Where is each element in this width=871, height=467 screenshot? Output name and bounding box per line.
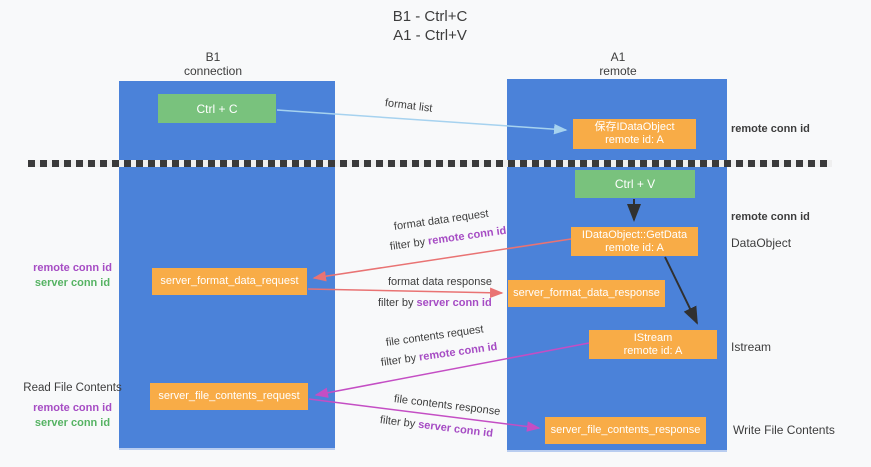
- istream-box: IStream remote id: A: [589, 330, 717, 359]
- column-b1-subtitle: connection: [183, 64, 243, 78]
- remote-conn-id-text: remote conn id: [427, 224, 508, 248]
- filter-by-text: filter by: [389, 235, 429, 253]
- ctrl-c-box: Ctrl + C: [158, 94, 276, 123]
- dashed-divider-line: [28, 160, 832, 167]
- istream-text: IStream remote id: A: [624, 332, 683, 358]
- save-idataobject-box: 保存IDataObject remote id: A: [573, 119, 696, 149]
- server-file-contents-request-box: server_file_contents_request: [150, 383, 308, 410]
- istream-line1: IStream: [633, 331, 673, 344]
- idataobject-getdata-box: IDataObject::GetData remote id: A: [571, 227, 698, 256]
- right-istream-label: Istream: [731, 340, 772, 354]
- file-contents-response-label: file contents response: [393, 393, 501, 418]
- filter-by-text: filter by: [378, 297, 417, 309]
- format-data-response-arrow: [307, 287, 504, 299]
- server-file-contents-response-label: server_file_contents_response: [550, 424, 701, 436]
- filter-by-text: filter by: [380, 351, 420, 369]
- column-header-a1: A1 remote: [558, 50, 678, 78]
- right-dataobject-label: DataObject: [731, 236, 792, 250]
- left-server-conn-id-1: server conn id: [34, 277, 111, 289]
- left-server-conn-id-2: server conn id: [34, 417, 111, 429]
- format-list-label: format list: [384, 97, 434, 115]
- save-idataobject-text: 保存IDataObject remote id: A: [594, 121, 674, 147]
- server-format-data-request-label: server_format_data_request: [160, 275, 299, 287]
- ctrl-v-box: Ctrl + V: [575, 170, 695, 198]
- right-remote-conn-id-top: remote conn id: [731, 123, 810, 135]
- server-format-data-response-box: server_format_data_response: [508, 280, 665, 307]
- right-remote-conn-id-mid: remote conn id: [731, 211, 810, 223]
- title-line-2: A1 - Ctrl+V: [393, 27, 467, 44]
- idataobject-getdata-text: IDataObject::GetData remote id: A: [582, 229, 687, 255]
- ctrl-c-label: Ctrl + C: [196, 101, 238, 116]
- server-format-data-request-box: server_format_data_request: [152, 268, 307, 295]
- istream-line2: remote id: A: [623, 344, 683, 357]
- left-read-file-group: Read File Contents remote conn id server…: [15, 381, 130, 431]
- getdata-line2: remote id: A: [605, 241, 664, 254]
- server-file-contents-response-box: server_file_contents_response: [545, 417, 706, 444]
- ctrl-v-label: Ctrl + V: [614, 177, 656, 191]
- filter-by-server-conn-id-label-1: filter by server conn id: [378, 297, 492, 309]
- diagram-title: B1 - Ctrl+C A1 - Ctrl+V: [300, 7, 560, 45]
- save-idataobject-line1: 保存IDataObject: [594, 121, 675, 133]
- right-write-file-contents-label: Write File Contents: [733, 423, 835, 437]
- left-read-file-contents-label: Read File Contents: [23, 382, 122, 394]
- title-line-1: B1 - Ctrl+C: [392, 8, 468, 25]
- column-header-b1: B1 connection: [153, 50, 273, 78]
- format-data-response-label: format data response: [388, 276, 492, 288]
- filter-by-text: filter by: [379, 414, 419, 431]
- column-a1-name: A1: [610, 50, 626, 64]
- column-b1-name: B1: [205, 50, 221, 64]
- left-remote-conn-id-1: remote conn id: [33, 262, 112, 274]
- server-format-data-response-label: server_format_data_response: [513, 287, 660, 299]
- server-conn-id-text: server conn id: [416, 297, 492, 309]
- save-idataobject-line2: remote id: A: [605, 134, 664, 146]
- filter-by-server-conn-id-label-2: filter by server conn id: [379, 414, 493, 440]
- server-conn-id-text: server conn id: [417, 418, 494, 440]
- remote-conn-id-text: remote conn id: [418, 340, 499, 364]
- server-file-contents-request-label: server_file_contents_request: [158, 390, 300, 402]
- getdata-line1: IDataObject::GetData: [581, 228, 688, 241]
- left-conn-id-group: remote conn id server conn id: [15, 261, 130, 291]
- left-remote-conn-id-2: remote conn id: [33, 402, 112, 414]
- column-a1-subtitle: remote: [599, 64, 637, 78]
